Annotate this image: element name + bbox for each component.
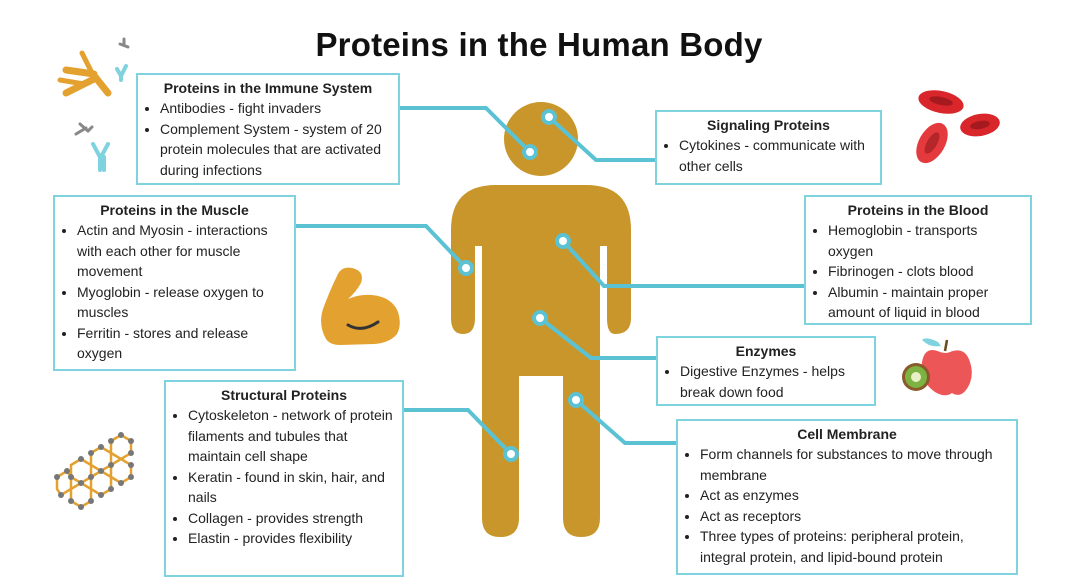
list-item: Act as enzymes: [700, 485, 1008, 506]
blood-proteins-list: Hemoglobin - transports oxygen Fibrinoge…: [814, 220, 1022, 323]
list-item: Keratin - found in skin, hair, and nails: [188, 467, 394, 508]
list-item: Antibodies - fight invaders: [160, 98, 390, 119]
list-item: Myoglobin - release oxygen to muscles: [77, 282, 286, 323]
blood-cells-icon: [916, 90, 1000, 164]
structural-proteins-box: Structural Proteins Cytoskeleton - netwo…: [164, 380, 404, 577]
connector-membrane: [574, 398, 677, 445]
list-item: Three types of proteins: peripheral prot…: [700, 526, 1008, 567]
list-item: Ferritin - stores and release oxygen: [77, 323, 286, 364]
list-item: Albumin - maintain proper amount of liqu…: [828, 282, 1022, 323]
immune-system-box: Proteins in the Immune System Antibodies…: [136, 73, 400, 185]
antibody-icon: [57, 37, 130, 172]
signaling-proteins-list: Cytokines - communicate with other cells: [665, 135, 872, 176]
connector-enzymes: [538, 316, 657, 360]
structural-proteins-list: Cytoskeleton - network of protein filame…: [174, 405, 394, 549]
list-item: Hemoglobin - transports oxygen: [828, 220, 1022, 261]
hexagon-lattice-icon: [54, 432, 134, 510]
enzymes-box: Enzymes Digestive Enzymes - helps break …: [656, 336, 876, 406]
list-item: Form channels for substances to move thr…: [700, 444, 1008, 485]
blood-proteins-box: Proteins in the Blood Hemoglobin - trans…: [804, 195, 1032, 325]
muscle-proteins-title: Proteins in the Muscle: [100, 202, 249, 218]
page-title: Proteins in the Human Body: [315, 26, 763, 63]
list-item: Elastin - provides flexibility: [188, 528, 394, 549]
connector-blood: [561, 239, 805, 288]
immune-system-list: Antibodies - fight invaders Complement S…: [146, 98, 390, 180]
connector-lines: [296, 106, 805, 456]
list-item: Cytokines - communicate with other cells: [679, 135, 872, 176]
list-item: Actin and Myosin - interactions with eac…: [77, 220, 286, 282]
signaling-proteins-title: Signaling Proteins: [707, 117, 830, 133]
list-item: Digestive Enzymes - helps break down foo…: [680, 361, 866, 402]
connector-structural: [404, 408, 513, 456]
muscle-proteins-list: Actin and Myosin - interactions with eac…: [63, 220, 286, 364]
list-item: Act as receptors: [700, 506, 1008, 527]
enzymes-title: Enzymes: [735, 343, 797, 359]
human-figure: [451, 102, 631, 537]
immune-system-title: Proteins in the Immune System: [163, 80, 373, 96]
apple-kiwi-icon: [902, 338, 972, 396]
blood-proteins-title: Proteins in the Blood: [847, 202, 989, 218]
list-item: Complement System - system of 20 protein…: [160, 119, 390, 181]
cell-membrane-list: Form channels for substances to move thr…: [686, 444, 1008, 567]
connector-dots: [458, 109, 584, 462]
cell-membrane-box: Cell Membrane Form channels for substanc…: [676, 419, 1018, 575]
connector-muscle: [296, 224, 468, 270]
list-item: Cytoskeleton - network of protein filame…: [188, 405, 394, 467]
structural-proteins-title: Structural Proteins: [220, 387, 348, 403]
connector-immune: [400, 106, 532, 154]
muscle-arm-icon: [321, 267, 400, 345]
cell-membrane-title: Cell Membrane: [797, 426, 897, 442]
connector-signaling: [547, 115, 656, 162]
signaling-proteins-box: Signaling Proteins Cytokines - communica…: [655, 110, 882, 185]
enzymes-list: Digestive Enzymes - helps break down foo…: [666, 361, 866, 402]
muscle-proteins-box: Proteins in the Muscle Actin and Myosin …: [53, 195, 296, 371]
list-item: Collagen - provides strength: [188, 508, 394, 529]
list-item: Fibrinogen - clots blood: [828, 261, 1022, 282]
